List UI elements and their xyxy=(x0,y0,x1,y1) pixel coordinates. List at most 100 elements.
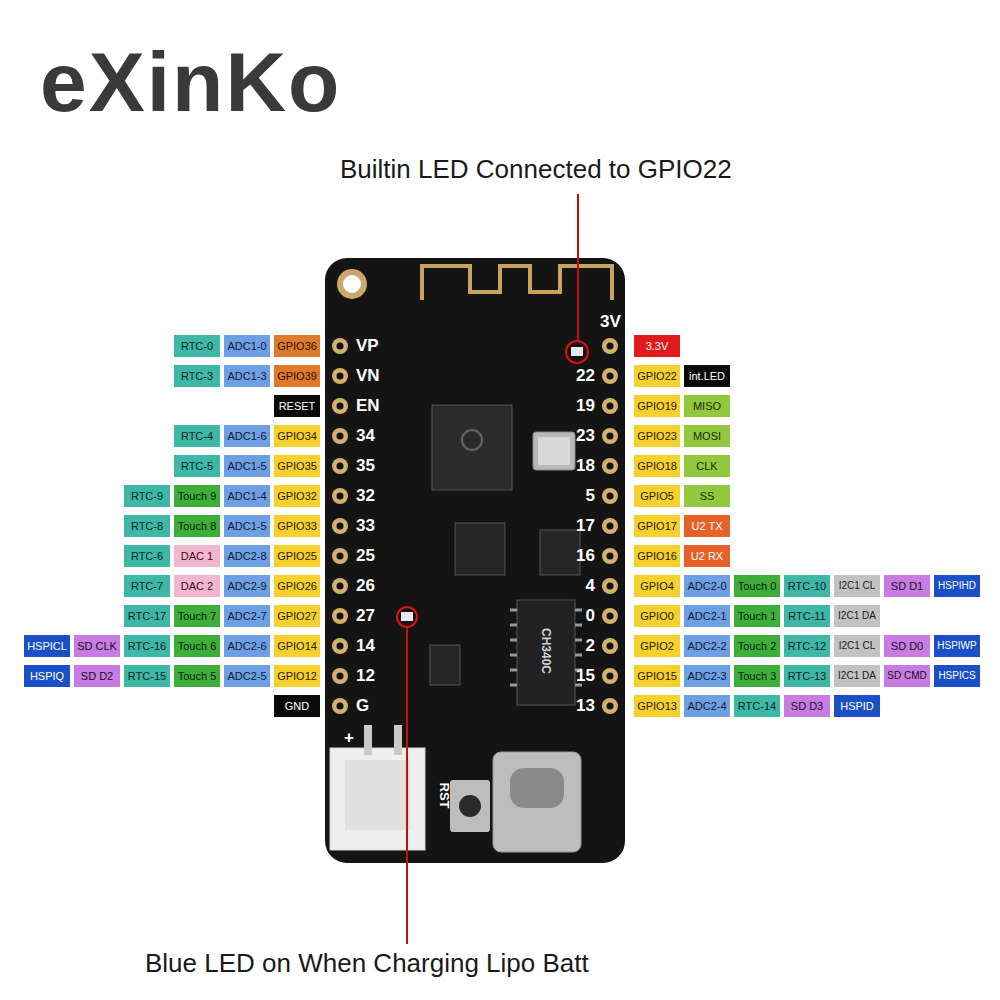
pin-function: GPIO14 xyxy=(277,641,317,652)
pin-hole xyxy=(337,613,344,620)
callout-text: Blue LED on When Charging Lipo Batt xyxy=(145,948,589,979)
pin-tag: SD CMD xyxy=(884,665,930,687)
usb-c-port xyxy=(493,752,581,852)
pin-number: VP xyxy=(356,336,379,356)
polarity-mark: + xyxy=(344,728,354,748)
led-highlight xyxy=(566,341,588,363)
pin-function: Touch 0 xyxy=(738,581,777,592)
pin-function: ADC2-1 xyxy=(687,611,726,622)
pin-number: EN xyxy=(356,396,380,416)
battery-connector xyxy=(330,748,425,850)
pin-tag: Touch 7 xyxy=(174,605,220,627)
pin-function: MOSI xyxy=(693,431,721,442)
pin-tag: RTC-9 xyxy=(124,485,170,507)
pin-pad xyxy=(602,578,618,594)
pin-pad xyxy=(602,428,618,444)
pin-pad xyxy=(332,518,348,534)
pin-pad xyxy=(602,548,618,564)
pin-pad xyxy=(332,548,348,564)
pin-number: 3V xyxy=(600,312,621,332)
pin-number: 13 xyxy=(553,696,595,716)
pin-tag: RTC-13 xyxy=(784,665,830,687)
pin-function: RTC-6 xyxy=(131,551,163,562)
pin-function: I2C1 CL xyxy=(839,581,876,591)
pin-function: CLK xyxy=(696,461,717,472)
pin-tag: HSPID xyxy=(834,695,880,717)
pin-number: 25 xyxy=(356,546,375,566)
pin-function: Touch 5 xyxy=(178,671,217,682)
pin-function: RTC-7 xyxy=(131,581,163,592)
pin-function: ADC2-7 xyxy=(227,611,266,622)
pin-number: 0 xyxy=(553,606,595,626)
pin-function: GPIO33 xyxy=(277,521,317,532)
pin-tag: RTC-7 xyxy=(124,575,170,597)
antenna-trace xyxy=(422,266,612,300)
pin-tag: GPIO25 xyxy=(274,545,320,567)
pin-pad xyxy=(602,698,618,714)
pin-tag: ADC2-2 xyxy=(684,635,730,657)
pin-function: RTC-12 xyxy=(788,641,826,652)
pin-tag: ADC2-8 xyxy=(224,545,270,567)
pin-function: GPIO22 xyxy=(637,371,677,382)
connector-pin xyxy=(394,725,402,755)
pin-tag: MISO xyxy=(684,395,730,417)
pin-function: MISO xyxy=(693,401,721,412)
pin-tag: RTC-15 xyxy=(124,665,170,687)
pin-function: SD D1 xyxy=(891,581,923,592)
reset-cap xyxy=(459,795,481,817)
pin-pad xyxy=(602,488,618,504)
pin-number: 5 xyxy=(553,486,595,506)
pin-number: 35 xyxy=(356,456,375,476)
pin-tag: GPIO4 xyxy=(634,575,680,597)
pin-function: RTC-15 xyxy=(128,671,166,682)
pin-tag: ADC1-0 xyxy=(224,335,270,357)
pin-function: GPIO27 xyxy=(277,611,317,622)
pin-number: 2 xyxy=(553,636,595,656)
pin-tag: DAC 1 xyxy=(174,545,220,567)
pin-function: HSPICL xyxy=(27,641,67,652)
pin-hole xyxy=(337,583,344,590)
usb-c-slot xyxy=(510,768,564,808)
connector-socket xyxy=(345,760,410,830)
pin-tag: GPIO14 xyxy=(274,635,320,657)
pin-tag: RTC-8 xyxy=(124,515,170,537)
pin-hole xyxy=(607,553,614,560)
pin-tag: SD D0 xyxy=(884,635,930,657)
pin-function: ADC2-0 xyxy=(687,581,726,592)
pin-tag: I2C1 CL xyxy=(834,635,880,657)
regulator xyxy=(430,645,460,685)
pin-tag: Touch 2 xyxy=(734,635,780,657)
pin-hole xyxy=(337,703,344,710)
pin-function: HSPIQ xyxy=(30,671,64,682)
pin-hole xyxy=(607,493,614,500)
pin-function: RTC-9 xyxy=(131,491,163,502)
pin-function: RTC-16 xyxy=(128,641,166,652)
pin-tag: Touch 3 xyxy=(734,665,780,687)
pin-function: GPIO32 xyxy=(277,491,317,502)
pin-function: SD CLK xyxy=(77,641,117,652)
pin-function: RESET xyxy=(279,401,316,412)
pin-tag: ADC2-0 xyxy=(684,575,730,597)
pin-number: 14 xyxy=(356,636,375,656)
pin-function: SD CMD xyxy=(887,671,926,681)
pin-function: ADC1-4 xyxy=(227,491,266,502)
small-chip xyxy=(540,530,580,575)
pin-tag: HSPICL xyxy=(24,635,70,657)
pin-hole xyxy=(607,403,614,410)
pin-pad xyxy=(602,638,618,654)
pin-tag: int.LED xyxy=(684,365,730,387)
pin-tag: Touch 1 xyxy=(734,605,780,627)
pin-tag: RTC-14 xyxy=(734,695,780,717)
pin-hole xyxy=(337,433,344,440)
pin-tag: MOSI xyxy=(684,425,730,447)
pin-tag: SD D3 xyxy=(784,695,830,717)
pin-tag: GPIO16 xyxy=(634,545,680,567)
pin-tag: I2C1 DA xyxy=(834,665,880,687)
crystal-top xyxy=(538,437,570,465)
pin-tag: Touch 9 xyxy=(174,485,220,507)
logo: eXinKo xyxy=(40,40,341,124)
pin-function: ADC2-8 xyxy=(227,551,266,562)
pin-tag: GPIO39 xyxy=(274,365,320,387)
pin-function: GPIO19 xyxy=(637,401,677,412)
pin-function: ADC1-6 xyxy=(227,431,266,442)
